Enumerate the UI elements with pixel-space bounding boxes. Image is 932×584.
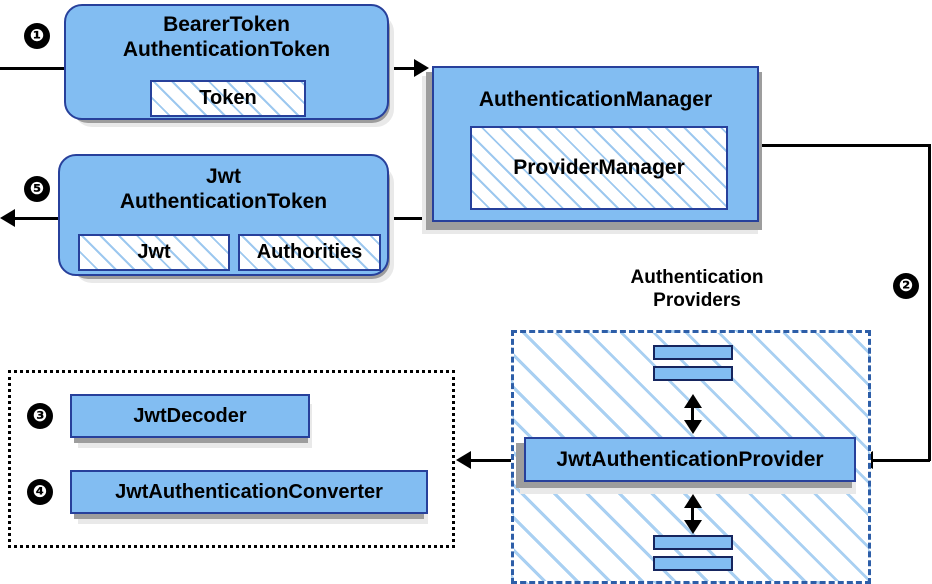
node-jwt-authentication-provider[interactable]: JwtAuthenticationProvider xyxy=(524,437,856,482)
node-authentication-manager-label: AuthenticationManager xyxy=(478,88,713,111)
connector-provider-to-support xyxy=(470,459,520,462)
arrowhead-token-to-manager xyxy=(414,59,429,77)
inner-token: Token xyxy=(150,80,306,117)
node-bearer-token-label: BearerToken AuthenticationToken xyxy=(122,13,331,61)
provider-slot-bar-bottom-2 xyxy=(653,556,733,571)
node-jwt-token-label: Jwt AuthenticationToken xyxy=(119,165,328,213)
node-authentication-manager[interactable]: AuthenticationManager ProviderManager xyxy=(432,66,759,222)
connector-manager-to-jwt-token xyxy=(388,217,436,220)
authentication-providers-label: Authentication Providers xyxy=(630,267,764,311)
badge-step-3: ❸ xyxy=(27,403,53,429)
provider-slot-bar-bottom-1 xyxy=(653,535,733,550)
node-bearer-token-authentication-token[interactable]: BearerToken AuthenticationToken Token xyxy=(64,4,389,120)
inner-token-label: Token xyxy=(199,87,257,109)
connector-manager-to-provider-top xyxy=(758,144,931,147)
connector-token-to-manager xyxy=(388,67,426,70)
node-jwt-authentication-converter-label: JwtAuthenticationConverter xyxy=(115,480,383,503)
arrowhead-into-support-region xyxy=(456,451,471,469)
badge-step-5: ❺ xyxy=(24,176,50,202)
connector-manager-to-provider-bottom xyxy=(872,459,930,462)
node-jwt-decoder[interactable]: JwtDecoder xyxy=(70,394,310,438)
arrowhead-provider-link-bottom-down xyxy=(684,520,702,534)
arrowhead-provider-link-top-down xyxy=(684,420,702,434)
badge-step-2: ❷ xyxy=(893,273,919,299)
inner-jwt-label: Jwt xyxy=(137,241,171,263)
badge-step-1: ❶ xyxy=(24,23,50,49)
arrowhead-provider-link-top-up xyxy=(684,394,702,408)
node-jwt-authentication-token[interactable]: Jwt AuthenticationToken Jwt Authorities xyxy=(58,154,389,276)
provider-slot-bar-top-1 xyxy=(653,345,733,360)
node-jwt-authentication-converter[interactable]: JwtAuthenticationConverter xyxy=(70,470,428,514)
badge-step-4: ❹ xyxy=(27,479,53,505)
inner-provider-manager-label: ProviderManager xyxy=(513,156,685,179)
arrowhead-provider-link-bottom-up xyxy=(684,494,702,508)
connector-manager-to-provider-vertical xyxy=(928,144,931,461)
connector-inbound-request xyxy=(0,67,72,70)
connector-outbound-authentication xyxy=(14,217,72,220)
provider-slot-bar-top-2 xyxy=(653,366,733,381)
connector-provider-link-bottom xyxy=(691,502,694,522)
support-components-region xyxy=(8,370,455,548)
connector-provider-link-top xyxy=(691,402,694,422)
node-jwt-decoder-label: JwtDecoder xyxy=(133,404,247,427)
inner-authorities-label: Authorities xyxy=(256,241,363,263)
inner-provider-manager: ProviderManager xyxy=(470,126,728,210)
inner-authorities: Authorities xyxy=(238,234,381,271)
arrowhead-outbound-authentication xyxy=(0,209,15,227)
inner-jwt: Jwt xyxy=(78,234,230,271)
node-jwt-authentication-provider-label: JwtAuthenticationProvider xyxy=(556,447,824,471)
